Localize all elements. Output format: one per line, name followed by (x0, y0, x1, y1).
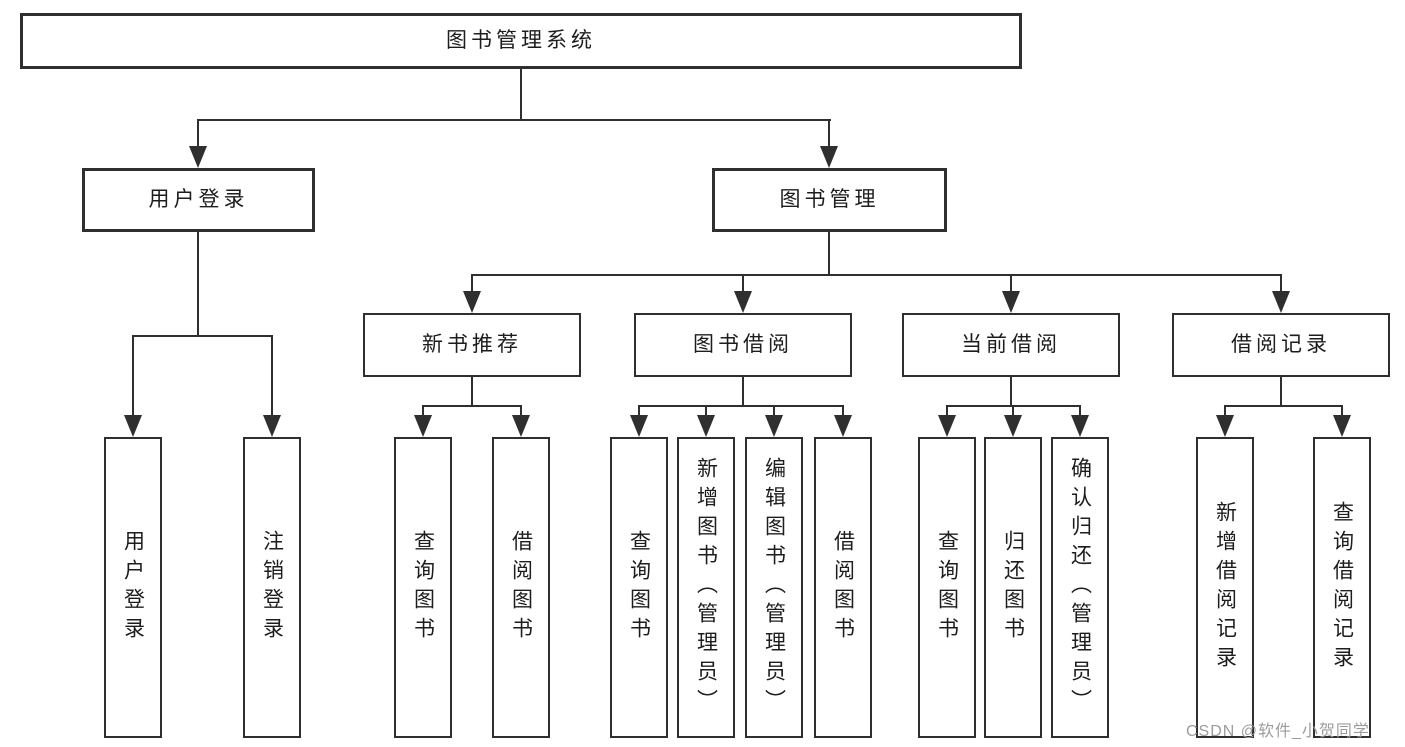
arrow-down-icon (124, 415, 142, 437)
node-leaf-add-book-admin: 新增图书（管理员） (677, 437, 735, 738)
arrow-down-icon (512, 415, 530, 437)
edge-line (638, 405, 844, 407)
edge-line (1224, 405, 1343, 407)
edge-line (197, 231, 199, 337)
node-leaf-borrow-books: 借阅图书 (492, 437, 550, 738)
watermark: CSDN @软件_小贺同学 (1186, 723, 1370, 740)
node-new-book-recommendation: 新书推荐 (363, 313, 581, 377)
arrow-down-icon (263, 415, 281, 437)
edge-line (742, 376, 744, 407)
arrow-down-icon (1004, 415, 1022, 437)
edge-line (422, 405, 424, 416)
node-current-borrowing: 当前借阅 (902, 313, 1120, 377)
edge-line (1280, 274, 1282, 292)
edge-line (471, 274, 473, 292)
node-leaf-logout: 注销登录 (243, 437, 301, 738)
edge-line (197, 119, 831, 121)
edge-line (471, 376, 473, 407)
edge-line (828, 231, 830, 276)
arrow-down-icon (1333, 415, 1351, 437)
edge-line (946, 405, 948, 416)
arrow-down-icon (820, 146, 838, 168)
node-leaf-query-books: 查询图书 (918, 437, 976, 738)
arrow-down-icon (1216, 415, 1234, 437)
edge-line (271, 335, 273, 416)
arrow-down-icon (834, 415, 852, 437)
edge-line (1010, 376, 1012, 407)
edge-line (471, 274, 1282, 276)
arrow-down-icon (463, 291, 481, 313)
node-library-system: 图书管理系统 (20, 13, 1022, 69)
arrow-down-icon (414, 415, 432, 437)
edge-line (828, 119, 830, 147)
edge-line (742, 274, 744, 292)
node-leaf-confirm-return-admin: 确认归还（管理员） (1051, 437, 1109, 738)
arrow-down-icon (697, 415, 715, 437)
arrow-down-icon (938, 415, 956, 437)
arrow-down-icon (734, 291, 752, 313)
node-user-login: 用户登录 (82, 168, 315, 232)
node-leaf-add-borrow-record: 新增借阅记录 (1196, 437, 1254, 738)
node-borrowing-records: 借阅记录 (1172, 313, 1390, 377)
arrow-down-icon (765, 415, 783, 437)
arrow-down-icon (1071, 415, 1089, 437)
arrow-down-icon (630, 415, 648, 437)
node-leaf-query-borrow-record: 查询借阅记录 (1313, 437, 1371, 738)
node-book-borrowing: 图书借阅 (634, 313, 852, 377)
edge-line (422, 405, 522, 407)
edge-line (638, 405, 640, 416)
node-leaf-query-books: 查询图书 (394, 437, 452, 738)
edge-line (1010, 274, 1012, 292)
arrow-down-icon (1002, 291, 1020, 313)
edge-line (132, 335, 134, 416)
edge-line (520, 67, 522, 121)
edge-line (1079, 405, 1081, 416)
edge-line (520, 405, 522, 416)
node-leaf-query-books: 查询图书 (610, 437, 668, 738)
edge-line (773, 405, 775, 416)
arrow-down-icon (1272, 291, 1290, 313)
node-leaf-edit-book-admin: 编辑图书（管理员） (745, 437, 803, 738)
edge-line (1012, 405, 1014, 416)
node-book-management: 图书管理 (712, 168, 947, 232)
edge-line (842, 405, 844, 416)
edge-line (1280, 376, 1282, 407)
node-leaf-borrow-books: 借阅图书 (814, 437, 872, 738)
edge-line (705, 405, 707, 416)
node-leaf-return-books: 归还图书 (984, 437, 1042, 738)
arrow-down-icon (189, 146, 207, 168)
edge-line (1224, 405, 1226, 416)
node-leaf-user-login: 用户登录 (104, 437, 162, 738)
edge-line (1341, 405, 1343, 416)
edge-line (197, 119, 199, 147)
edge-line (132, 335, 273, 337)
